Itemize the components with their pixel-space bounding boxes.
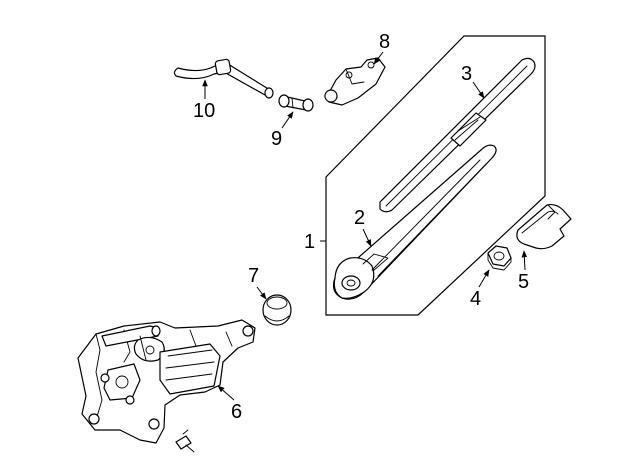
callout-5: 5	[518, 271, 529, 293]
leader-4	[478, 269, 490, 288]
leader-5	[521, 250, 528, 271]
leader-lines	[202, 51, 528, 401]
callout-1: 1	[304, 231, 315, 253]
grommet	[262, 294, 292, 326]
callout-2: 2	[354, 207, 365, 229]
assembly-box	[325, 35, 546, 316]
wiper-blade	[379, 57, 536, 213]
wiper-motor	[77, 319, 256, 453]
leader-9	[281, 111, 294, 129]
callout-3: 3	[461, 63, 472, 85]
callout-labels: 1 2 3 4 5 6 7 8 9 10	[193, 31, 529, 423]
washer-nozzle	[324, 57, 386, 106]
leader-3	[472, 81, 485, 99]
callout-9: 9	[271, 128, 282, 150]
callout-4: 4	[470, 288, 481, 310]
callout-7: 7	[248, 265, 259, 287]
leader-2	[362, 228, 372, 247]
leader-6	[217, 385, 235, 401]
wiper-arm	[332, 144, 497, 300]
washer-hose	[173, 58, 274, 99]
leader-7	[256, 286, 267, 300]
cap	[516, 203, 572, 250]
hose-connector	[278, 94, 314, 112]
callout-6: 6	[231, 401, 242, 423]
callout-8: 8	[379, 31, 390, 53]
callout-10: 10	[193, 100, 215, 122]
nut	[487, 245, 512, 271]
leader-8	[373, 51, 384, 65]
